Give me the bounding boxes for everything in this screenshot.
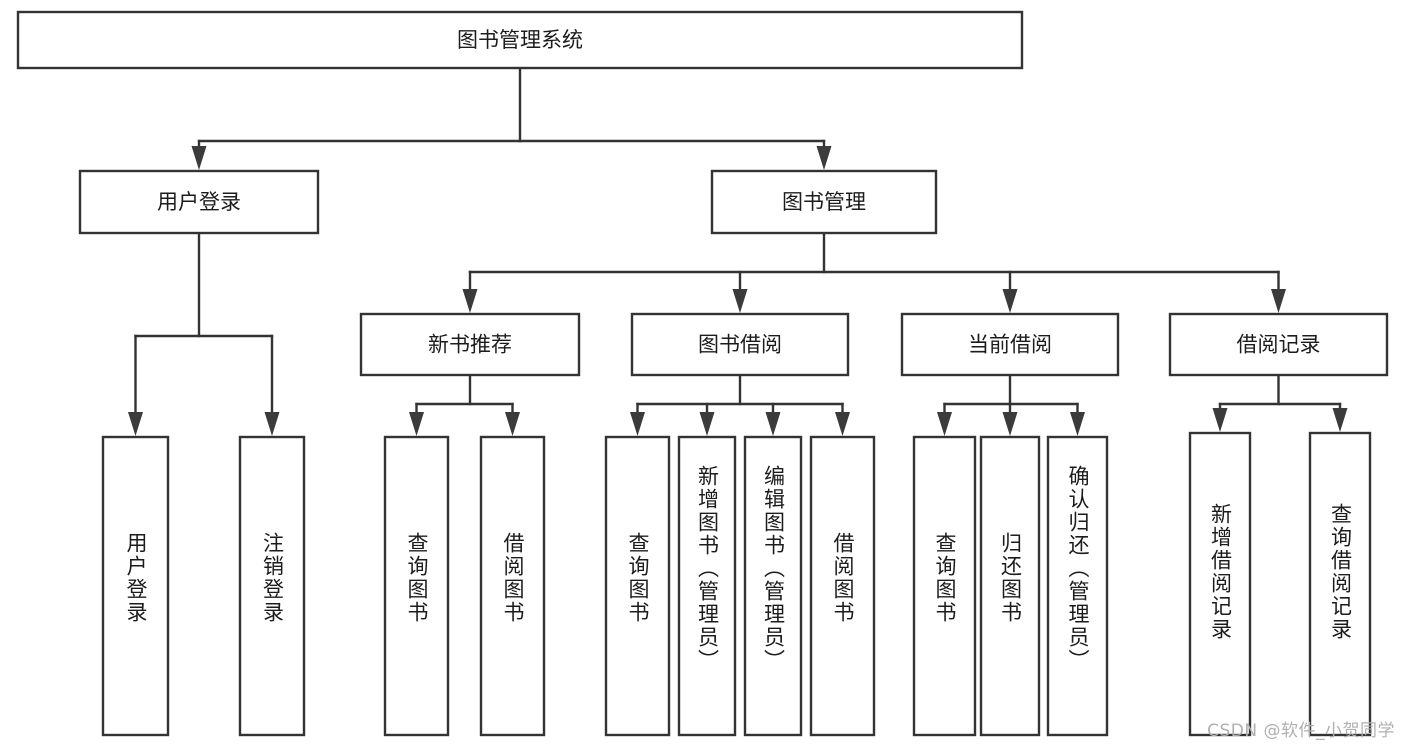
node-label-n-newbook: 新书推荐	[428, 333, 512, 357]
node-box-n-borrow[interactable]	[630, 312, 850, 377]
connector-layer	[128, 66, 1348, 436]
node-box-l-login-1[interactable]	[101, 435, 170, 737]
node-box-l-rec-1[interactable]	[1188, 431, 1252, 737]
csdn-watermark: CSDN @软件_小贺同学	[1207, 721, 1395, 741]
node-box-l-cur-3[interactable]	[1046, 435, 1109, 737]
node-label-n-bookmgmt: 图书管理	[782, 190, 866, 214]
node-box-n-newbook[interactable]	[359, 312, 581, 377]
node-label-n-borrow: 图书借阅	[698, 333, 782, 357]
node-box-l-cur-2[interactable]	[979, 435, 1041, 737]
node-box-n-login[interactable]	[78, 169, 320, 235]
node-box-l-login-2[interactable]	[238, 435, 306, 737]
node-box-l-borrow-2[interactable]	[677, 435, 737, 737]
node-box-l-borrow-3[interactable]	[743, 435, 803, 737]
node-box-l-rec-2[interactable]	[1308, 431, 1372, 737]
node-box-l-borrow-1[interactable]	[604, 435, 671, 737]
node-box-l-borrow-4[interactable]	[809, 435, 876, 737]
node-label-n-current: 当前借阅	[968, 333, 1052, 357]
node-box-n-record[interactable]	[1168, 312, 1389, 377]
node-label-root: 图书管理系统	[457, 28, 583, 52]
node-box-l-newbook-2[interactable]	[479, 435, 546, 737]
node-box-root[interactable]	[16, 10, 1024, 70]
node-box-layer	[16, 10, 1389, 737]
node-box-l-cur-1[interactable]	[912, 435, 977, 737]
node-box-l-newbook-1[interactable]	[383, 435, 450, 737]
node-box-n-current[interactable]	[900, 312, 1120, 377]
node-box-n-bookmgmt[interactable]	[710, 169, 938, 235]
node-label-n-login: 用户登录	[157, 190, 241, 214]
node-label-n-record: 借阅记录	[1237, 333, 1321, 357]
